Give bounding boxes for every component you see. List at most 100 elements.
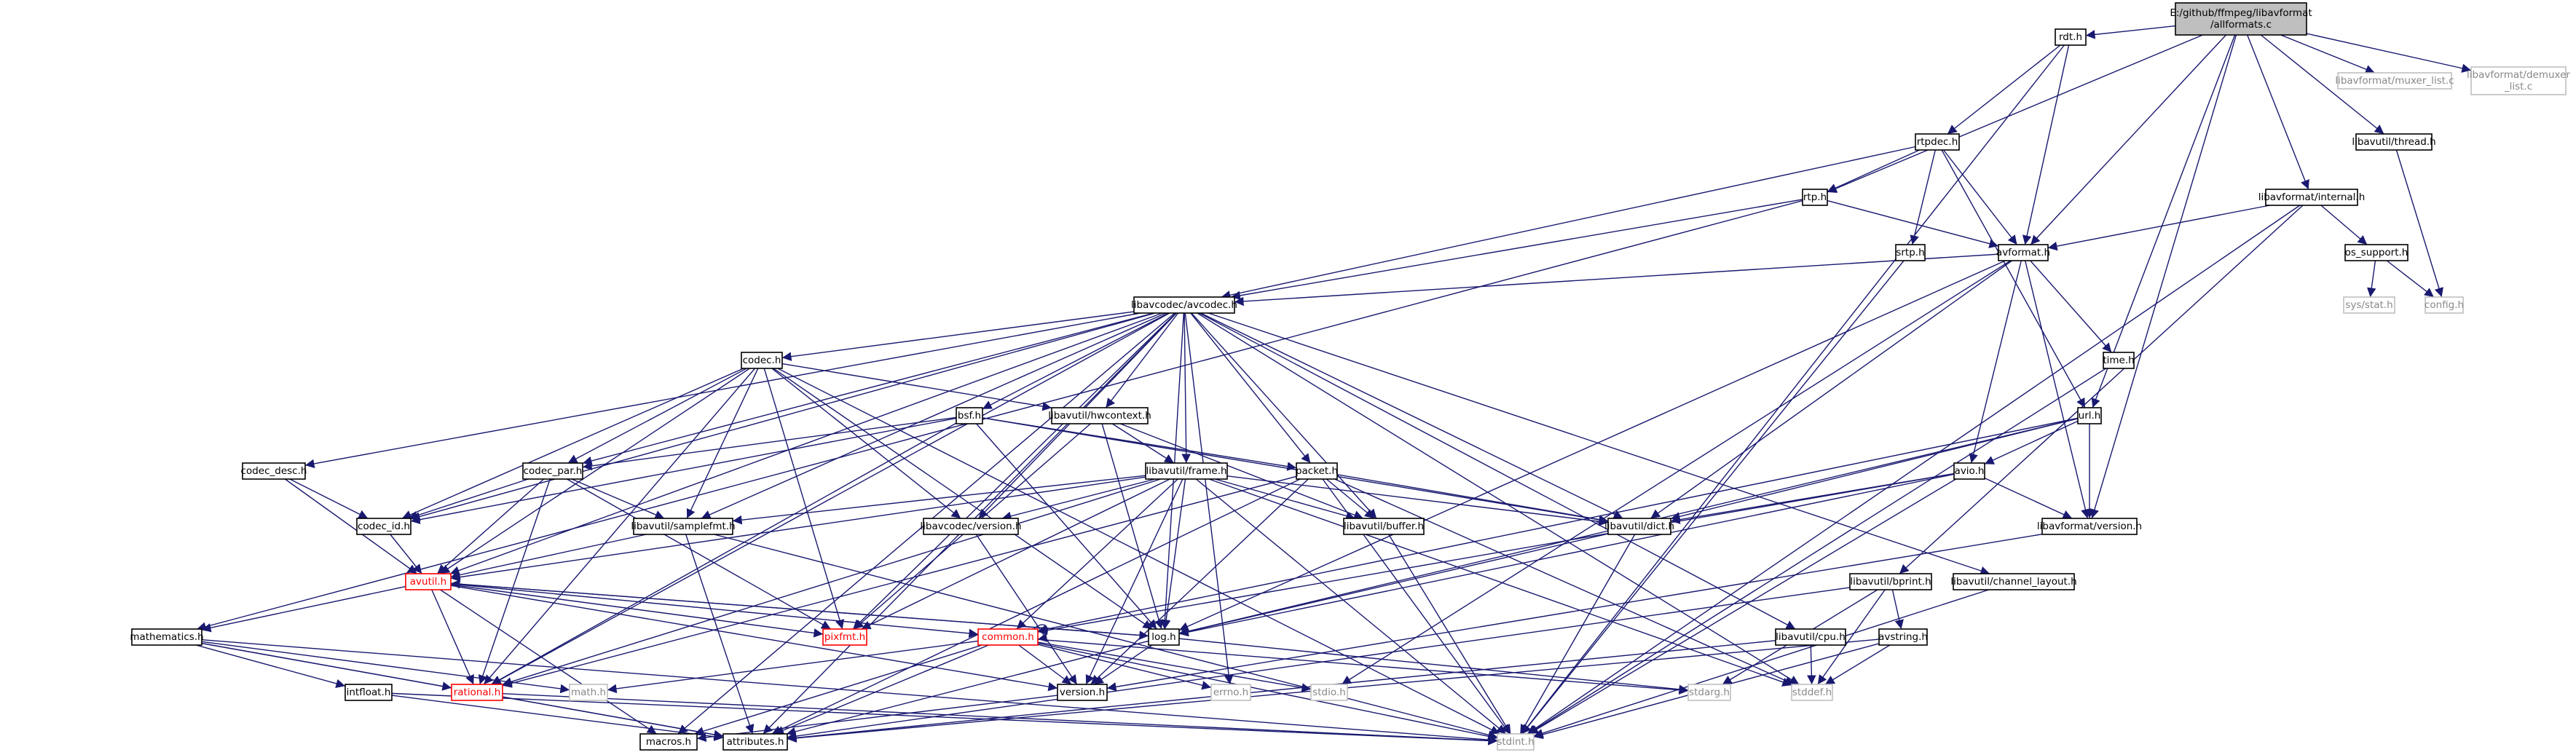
edge-bsf-to-codec_par: [582, 416, 957, 471]
edge-avcodec-to-packet: [1190, 312, 1311, 464]
edge-avcodec-to-codec_id: [410, 312, 1156, 521]
node-avcodec[interactable]: libavcodec/avcodec.h: [1131, 296, 1237, 314]
node-url[interactable]: url.h: [2077, 407, 2102, 424]
node-packet[interactable]: packet.h: [1296, 462, 1338, 480]
node-rational[interactable]: rational.h: [451, 684, 503, 701]
node-rtp[interactable]: rtp.h: [1802, 189, 1828, 206]
node-label: libavcodec/avcodec.h: [1131, 299, 1237, 311]
node-avc-version[interactable]: libavcodec/version.h: [920, 518, 1022, 535]
node-version[interactable]: version.h: [1057, 684, 1108, 701]
node-label: rtpdec.h: [1917, 136, 1958, 148]
edge-common-to-version: [1018, 644, 1072, 685]
node-rdt[interactable]: rdt.h: [2055, 28, 2087, 46]
node-time[interactable]: time.h: [2103, 352, 2135, 369]
edge-avcodec-to-hwcontext: [1105, 312, 1179, 408]
node-channel-layout[interactable]: libavutil/channel_layout.h: [1950, 573, 2077, 590]
edge-avcodec-to-channel_layout: [1208, 312, 1990, 575]
node-attributes[interactable]: attributes.h: [722, 733, 788, 751]
edge-avcodec-to-frame: [1181, 312, 1191, 464]
edge-avutil-to-mathematics: [201, 585, 406, 633]
edge-avcodec-to-dict: [1200, 312, 1623, 519]
node-avformat[interactable]: avformat.h: [1996, 244, 2050, 261]
node-macros[interactable]: macros.h: [639, 733, 698, 751]
node-dict[interactable]: libavutil/dict.h: [1604, 518, 1674, 535]
node-label: libavutil/channel_layout.h: [1950, 576, 2076, 588]
node-cpu[interactable]: libavutil/cpu.h: [1775, 628, 1846, 646]
node-avio[interactable]: avio.h: [1953, 462, 1985, 480]
edge-frame-to-common: [1016, 478, 1178, 630]
node-bprint[interactable]: libavutil/bprint.h: [1849, 573, 1932, 590]
edge-allformats-to-avf_version: [2089, 34, 2237, 519]
node-label: libavcodec/version.h: [920, 521, 1021, 532]
node-os-support[interactable]: os_support.h: [2344, 244, 2408, 261]
node-common[interactable]: common.h: [977, 628, 1039, 646]
edge-avformat-to-time: [2030, 260, 2112, 353]
node-codec-id[interactable]: codec_id.h: [356, 518, 411, 535]
edge-avio-to-stdint: [1529, 478, 1956, 735]
node-codec-par[interactable]: codec_par.h: [522, 462, 583, 480]
node-srtp[interactable]: srtp.h: [1895, 244, 1926, 261]
node-label: mathematics.h: [130, 631, 203, 643]
edge-rtpdec-to-srtp: [1910, 149, 1937, 245]
node-avutil[interactable]: avutil.h: [405, 573, 452, 590]
edge-dict-to-stdint: [1519, 534, 1636, 735]
edge-bsf-to-codec_id: [410, 417, 957, 524]
edge-log-to-version: [1093, 644, 1153, 685]
edge-frame-to-samplefmt: [732, 475, 1146, 525]
node-codec[interactable]: codec.h: [741, 352, 783, 369]
edge-codec_par-to-samplefmt: [571, 478, 665, 519]
node-muxer-list: libavformat/muxer_list.c: [2335, 72, 2454, 90]
node-avstring[interactable]: avstring.h: [1878, 628, 1928, 646]
edge-avformat-to-avf_version: [2024, 260, 2090, 519]
node-label: avformat.h: [1996, 247, 2050, 258]
node-hwcontext[interactable]: libavutil/hwcontext.h: [1048, 407, 1151, 424]
node-allformats[interactable]: E:/github/ffmpeg/libavformat/allformats.…: [2170, 2, 2312, 36]
node-frame[interactable]: libavutil/frame.h: [1145, 462, 1228, 480]
node-label: libavformat/internal.h: [2258, 191, 2366, 203]
node-label: pixfmt.h: [824, 631, 865, 643]
node-label: stdarg.h: [1689, 687, 1730, 698]
node-mathematics[interactable]: mathematics.h: [130, 628, 204, 646]
node-thread[interactable]: libavutil/thread.h: [2352, 133, 2436, 151]
edge-frame-to-log: [1161, 478, 1186, 630]
node-sys-stat: sys/stat.h: [2343, 296, 2395, 314]
edge-rtpdec-to-rtp: [1827, 149, 1920, 192]
node-pixfmt[interactable]: pixfmt.h: [822, 628, 867, 646]
node-label: config.h: [2425, 299, 2464, 311]
node-log[interactable]: log.h: [1148, 628, 1180, 646]
edge-internal-to-stdint: [1527, 205, 2301, 735]
edge-cpu-to-attributes: [787, 640, 1776, 743]
node-label: libavutil/frame.h: [1146, 465, 1226, 477]
node-label: version.h: [1060, 687, 1105, 698]
node-label: stddef.h: [1792, 687, 1832, 698]
node-rtpdec[interactable]: rtpdec.h: [1915, 133, 1960, 151]
node-samplefmt[interactable]: libavutil/samplefmt.h: [631, 518, 736, 535]
node-buffer[interactable]: libavutil/buffer.h: [1343, 518, 1425, 535]
node-intfloat[interactable]: intfloat.h: [344, 684, 393, 701]
edge-version-to-macros: [696, 695, 1058, 743]
node-demuxer-list: libavformat/demuxer_list.c: [2467, 66, 2570, 95]
node-avf-version[interactable]: libavformat/version.h: [2037, 518, 2142, 535]
edge-avio-to-log: [1178, 473, 1955, 637]
edge-codec-to-log: [773, 368, 1153, 630]
edge-rtp-to-mathematics: [197, 199, 1803, 631]
node-label: /allformats.c: [2210, 19, 2272, 31]
edge-packet-to-stddef: [1334, 478, 1795, 685]
edge-thread-to-config: [2395, 149, 2443, 298]
node-label: libavutil/dict.h: [1604, 521, 1674, 532]
edge-avformat-to-avio: [1969, 260, 2022, 464]
node-bsf[interactable]: bsf.h: [956, 407, 983, 424]
edge-os_support-to-config: [2386, 260, 2435, 298]
node-label: rational.h: [454, 687, 501, 698]
edge-avcodec-to-errno: [1184, 312, 1234, 685]
edge-dict-to-log: [1178, 533, 1609, 636]
edge-avstring-to-stddef: [1824, 644, 1891, 685]
node-codec-desc[interactable]: codec_desc.h: [241, 462, 307, 480]
edge-codec_par-to-rational: [478, 478, 551, 685]
edge-avcodec-to-bsf: [982, 312, 1169, 410]
node-label: libavutil/hwcontext.h: [1048, 410, 1151, 422]
edge-frame-to-rational: [502, 478, 1161, 687]
node-internal[interactable]: libavformat/internal.h: [2258, 189, 2366, 206]
edge-mathematics-to-stdint: [201, 639, 1498, 745]
